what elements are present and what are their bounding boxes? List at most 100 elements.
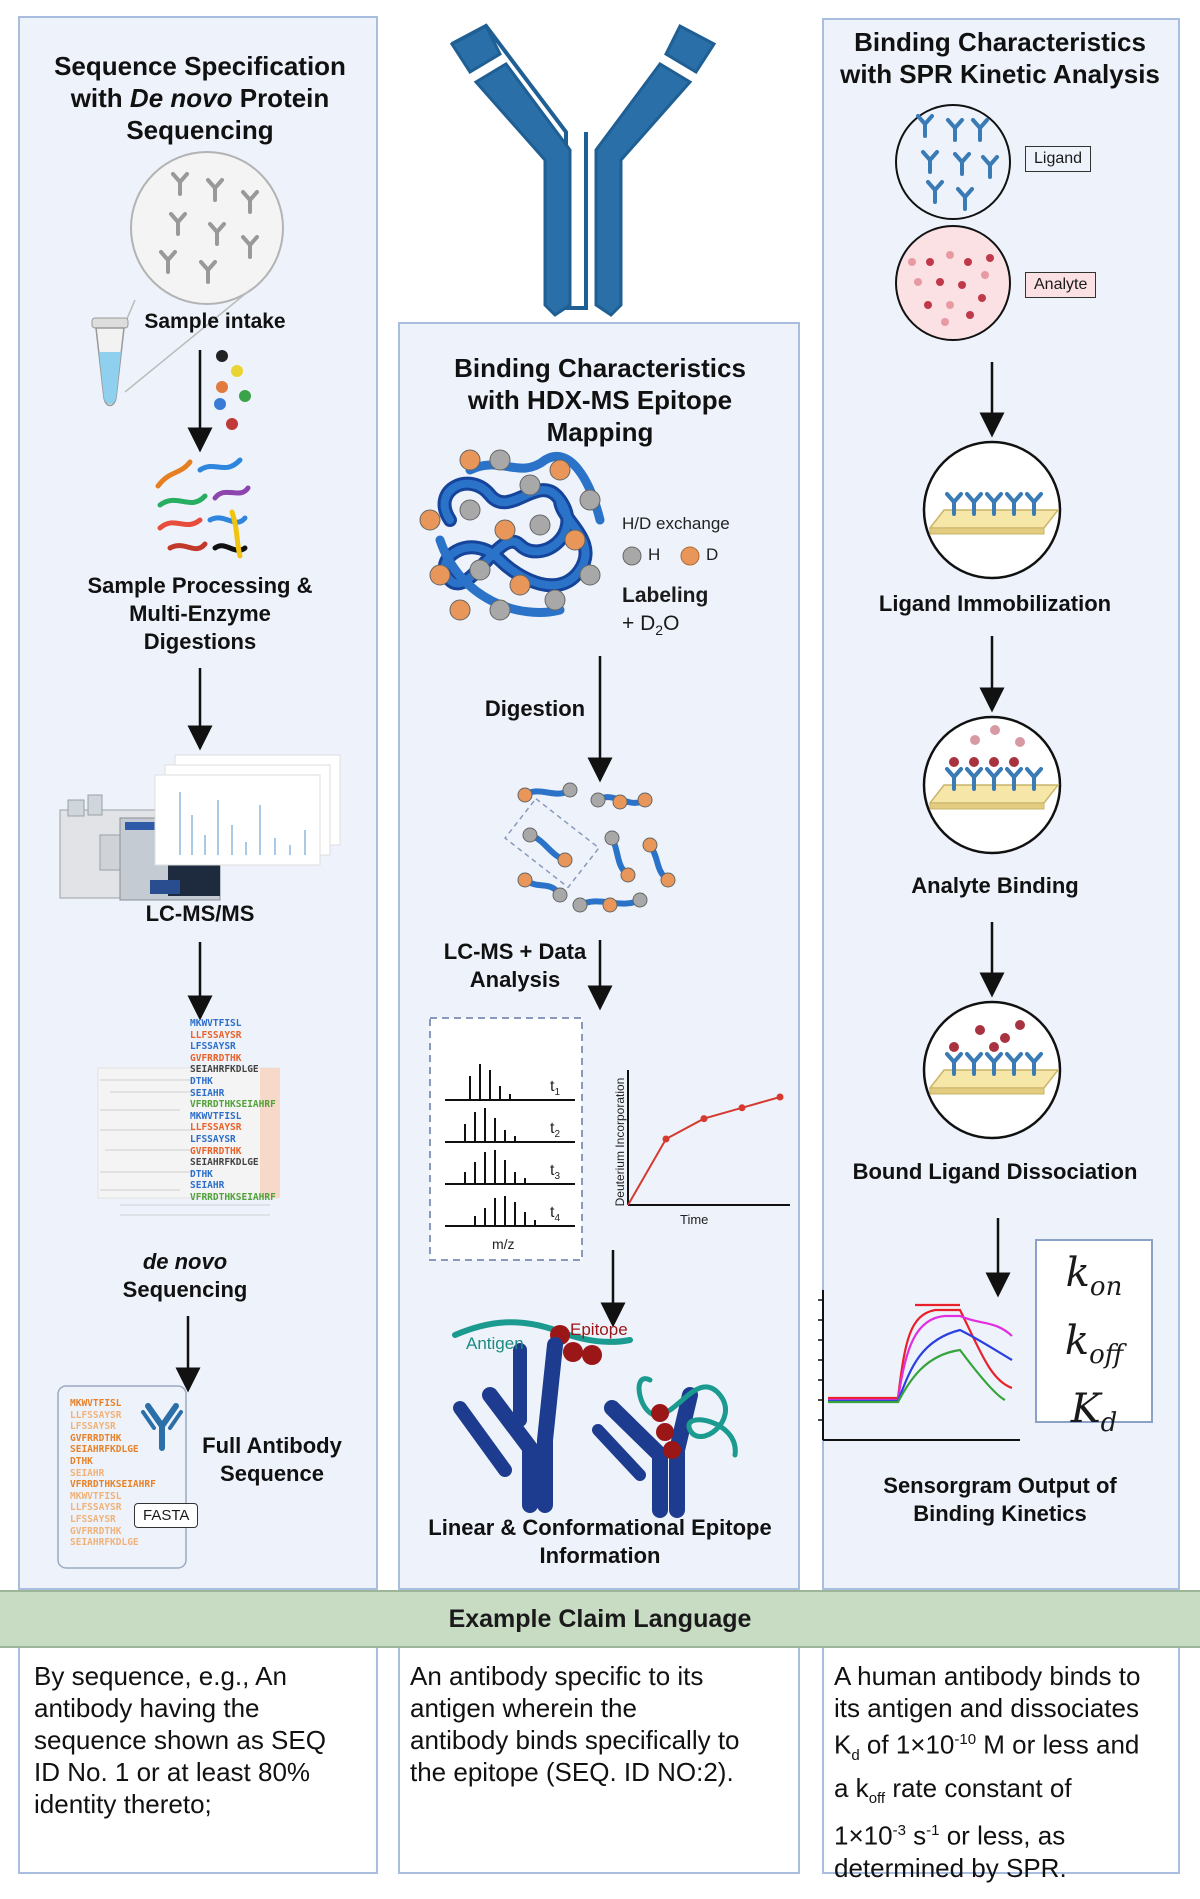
analyte-circle-icon	[895, 225, 1011, 341]
k-on-k: k	[1065, 1250, 1090, 1296]
protein-structure-icon	[419, 449, 605, 621]
k-d-sub: d	[1100, 1408, 1118, 1438]
k-d-k: K	[1070, 1386, 1101, 1432]
left-title-with: with	[70, 83, 130, 113]
sensorgram-icon	[818, 1290, 1020, 1441]
binding-label: Analyte Binding	[911, 873, 1079, 898]
processing-line2: Multi-Enzyme	[129, 601, 271, 626]
right-title-line2: with SPR Kinetic Analysis	[840, 59, 1160, 89]
denovo-line1: de novo	[142, 1249, 228, 1274]
claim-left-text: By sequence, e.g., An antibody having th…	[34, 1660, 374, 1820]
claim-left-line3: sequence shown as SEQ	[34, 1725, 326, 1755]
alignment-bars	[97, 1067, 280, 1216]
d-label: D	[706, 545, 719, 564]
sequence-line: VFRRDTHKSEIAHRF	[190, 1099, 276, 1111]
k-on: kon	[1036, 1246, 1152, 1314]
left-title-line3: Sequencing	[126, 115, 274, 145]
claim-right-text: A human antibody binds to its antigen an…	[834, 1660, 1180, 1884]
t4-letter: t	[550, 1204, 555, 1221]
t4-sub: 4	[554, 1213, 561, 1225]
kd-k: K	[834, 1729, 852, 1760]
claim-right-line6: determined by SPR.	[834, 1852, 1067, 1883]
epitope-label: Epitope	[570, 1320, 628, 1339]
ms-spectra-icon	[154, 754, 341, 866]
h-label: H	[648, 545, 661, 564]
deuterium-point	[662, 1135, 670, 1143]
claim-right-line4: a koff rate constant of	[834, 1772, 1180, 1815]
t3-sub: 3	[554, 1171, 561, 1183]
h-legend-dot	[622, 546, 642, 566]
d2o-o: O	[663, 612, 680, 635]
binding-circle-icon	[922, 715, 1062, 855]
d2o-subscript: 2	[655, 622, 664, 639]
sequence-line: DTHK	[190, 1075, 213, 1087]
time-axis-label: Time	[680, 1212, 709, 1227]
claim-left-line1: By sequence, e.g., An	[34, 1661, 287, 1691]
processing-line1: Sample Processing &	[87, 573, 313, 598]
t3-label: t3	[550, 1162, 560, 1182]
labeling-label: Labeling + D2O	[622, 582, 708, 644]
left-title-denovo: De novo	[129, 83, 233, 113]
lcms-line1: LC-MS + Data	[443, 939, 587, 964]
middle-title-line3: Mapping	[546, 417, 654, 447]
dissociation-label: Bound Ligand Dissociation	[852, 1159, 1138, 1184]
kinetics-symbols: kon k off Kd	[1036, 1246, 1152, 1450]
deuterium-axis-label: Deuterium Incorporation	[613, 1077, 627, 1207]
hd-exchange-label: H/D exchange	[622, 514, 730, 533]
left-title-protein: Protein	[232, 83, 330, 113]
d2o-plus-d: + D	[622, 612, 656, 635]
kd-rest: M or less and	[976, 1729, 1140, 1760]
sequence-line: LLFSSAYSR	[190, 1029, 242, 1041]
dissociation-circle-icon	[922, 1000, 1062, 1140]
sequence-line: GVFRRDTHK	[70, 1525, 122, 1537]
sequence-line: SEIAHRFKDLGE	[190, 1157, 259, 1169]
immobilization-label: Ligand Immobilization	[878, 591, 1112, 616]
lcms-line2: Analysis	[469, 967, 561, 992]
immobilization-circle-icon	[922, 440, 1062, 580]
sequence-line: SEIAHR	[70, 1467, 105, 1479]
lcmsms-label: LC-MS/MS	[145, 901, 255, 926]
deuterium-point	[738, 1104, 746, 1112]
fasta-tag: FASTA	[134, 1503, 199, 1528]
sequence-line: MKWVTFISL	[70, 1490, 122, 1502]
deuterium-chart	[627, 1070, 790, 1206]
middle-title-line1: Binding Characteristics	[454, 353, 746, 383]
info-line1: Linear & Conformational Epitope	[428, 1515, 772, 1540]
sequence-line: GVFRRDTHK	[190, 1052, 242, 1064]
claim-left-line4: ID No. 1 or at least 80%	[34, 1757, 311, 1787]
sequence-line: MKWVTFISL	[70, 1398, 122, 1409]
d-legend-dot	[680, 546, 700, 566]
rate-s: s	[905, 1820, 927, 1851]
left-title: Sequence Specification with De novo Prot…	[30, 50, 370, 146]
mz-label: m/z	[492, 1236, 515, 1252]
claim-left-box	[18, 1646, 378, 1874]
rate-exp2: -1	[926, 1822, 940, 1840]
left-title-line2: with De novo Protein	[30, 82, 370, 114]
sequence-line: LFSSAYSR	[190, 1133, 236, 1145]
sequence-line: SEIAHR	[190, 1180, 225, 1192]
rate-rest: or less, as	[939, 1820, 1066, 1851]
k-off-sub: off	[1089, 1340, 1124, 1370]
hdx-spectra	[445, 1064, 575, 1227]
koff-sub: off	[868, 1790, 886, 1808]
sample-intake-label: Sample intake	[144, 310, 286, 333]
kd-sub: d	[851, 1746, 860, 1764]
claim-right-line5: 1×10-3 s-1 or less, as	[834, 1815, 1180, 1852]
t2-letter: t	[550, 1120, 555, 1137]
sequence-line: SEIAHRFKDLGE	[70, 1537, 139, 1549]
sensorgram-label: Sensorgram Output of Binding Kinetics	[840, 1472, 1160, 1528]
claim-right-line3: Kd of 1×10-10 M or less and	[834, 1724, 1180, 1772]
rate-exp: -3	[892, 1822, 906, 1840]
sequence-line: MKWVTFISL	[190, 1018, 242, 1029]
full-sequence-label: Full Antibody Sequence	[192, 1432, 352, 1488]
right-title: Binding Characteristics with SPR Kinetic…	[825, 26, 1175, 90]
antibody-y-icon	[449, 23, 717, 317]
denovo-label: de novo Sequencing	[85, 1248, 285, 1304]
sensor-line2: Binding Kinetics	[913, 1501, 1087, 1526]
sequence-line: LFSSAYSR	[190, 1041, 236, 1053]
middle-title-line2: with HDX-MS Epitope	[467, 385, 733, 415]
peptides-icon	[155, 457, 251, 559]
kd-of: of 1×10	[859, 1729, 955, 1760]
t1-letter: t	[550, 1078, 555, 1095]
